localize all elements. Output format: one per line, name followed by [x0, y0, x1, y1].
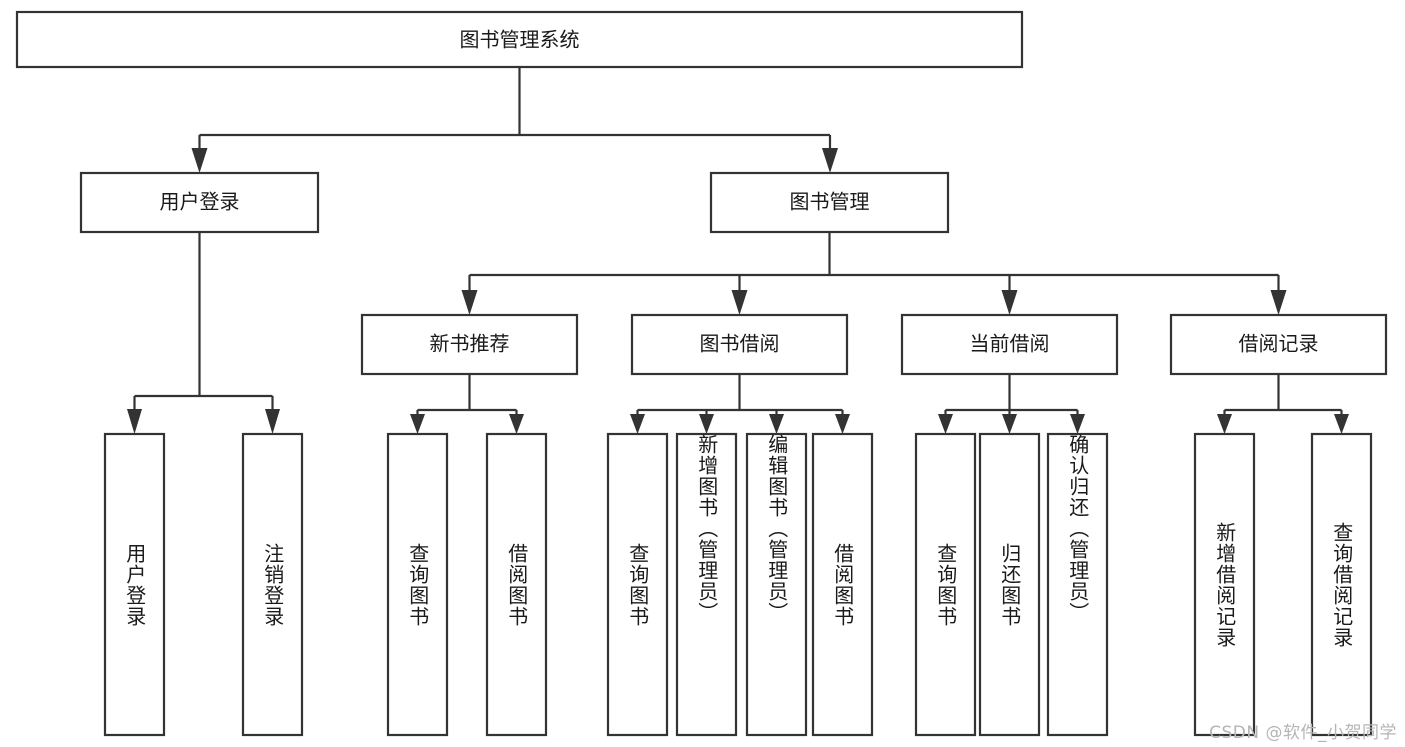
node-leaf-user-login[interactable]	[103, 432, 166, 737]
node-book-borrow-label: 图书借阅	[700, 332, 780, 356]
node-borrow-record[interactable]	[1169, 313, 1388, 376]
node-book-borrow[interactable]	[630, 313, 849, 376]
arrow-head-leaf-user-login	[127, 409, 142, 434]
arrow-head-leaf-borrow-book-rec	[509, 414, 524, 434]
node-leaf-add-record[interactable]	[1193, 432, 1256, 737]
node-leaf-confirm-return[interactable]	[1046, 432, 1109, 737]
arrow-head-leaf-add-record	[1217, 414, 1232, 434]
node-leaf-borrow-book[interactable]	[811, 432, 874, 737]
node-new-book-recommend-label: 新书推荐	[430, 332, 510, 356]
node-leaf-query-record[interactable]	[1310, 432, 1373, 737]
arrow-head-leaf-add-book	[699, 414, 714, 434]
arrow-head-leaf-edit-book	[769, 414, 784, 434]
arrow-head-leaf-query-record	[1334, 414, 1349, 434]
node-leaf-query-book-cur[interactable]	[914, 432, 977, 737]
arrow-head-to-book-manage	[822, 148, 838, 173]
node-user-login[interactable]	[79, 171, 320, 234]
node-leaf-edit-book[interactable]	[745, 432, 808, 737]
arrow-head-to-current-borrow	[1001, 290, 1018, 315]
node-leaf-query-book-rec[interactable]	[386, 432, 449, 737]
node-root[interactable]	[15, 10, 1024, 69]
node-leaf-return-book[interactable]	[978, 432, 1041, 737]
node-book-manage-label: 图书管理	[790, 190, 870, 214]
node-leaf-query-book-borrow[interactable]	[606, 432, 669, 737]
node-user-login-label: 用户登录	[160, 190, 240, 214]
node-new-book-recommend[interactable]	[360, 313, 579, 376]
arrow-head-leaf-query-book-rec	[410, 414, 425, 434]
node-root-label: 图书管理系统	[460, 28, 580, 52]
arrow-head-to-user-login	[191, 148, 208, 173]
arrow-head-to-new-book-recommend	[461, 290, 478, 315]
node-leaf-borrow-book-rec[interactable]	[485, 432, 548, 737]
node-book-manage[interactable]	[709, 171, 950, 234]
arrow-head-to-borrow-record	[1270, 290, 1287, 315]
connector-layer	[127, 67, 1349, 434]
arrow-head-leaf-query-book-cur	[938, 414, 953, 434]
node-current-borrow[interactable]	[900, 313, 1119, 376]
node-leaf-logout[interactable]	[241, 432, 304, 737]
arrow-head-leaf-confirm-return	[1070, 414, 1085, 434]
arrow-head-leaf-borrow-book	[835, 414, 850, 434]
csdn-watermark: CSDN @软件_小贺同学	[1209, 723, 1397, 743]
node-current-borrow-label: 当前借阅	[970, 332, 1050, 356]
node-layer: 图书管理系统 用户登录 图书管理 新书推荐 图书借阅 当前借阅 借阅记录	[15, 10, 1388, 737]
arrow-head-leaf-return-book	[1002, 414, 1017, 434]
node-borrow-record-label: 借阅记录	[1239, 332, 1319, 356]
arrow-head-leaf-query-book-borrow	[630, 414, 645, 434]
arrow-head-to-book-borrow	[731, 290, 748, 315]
arrow-head-leaf-logout	[265, 409, 280, 434]
node-leaf-add-book[interactable]	[675, 432, 738, 737]
